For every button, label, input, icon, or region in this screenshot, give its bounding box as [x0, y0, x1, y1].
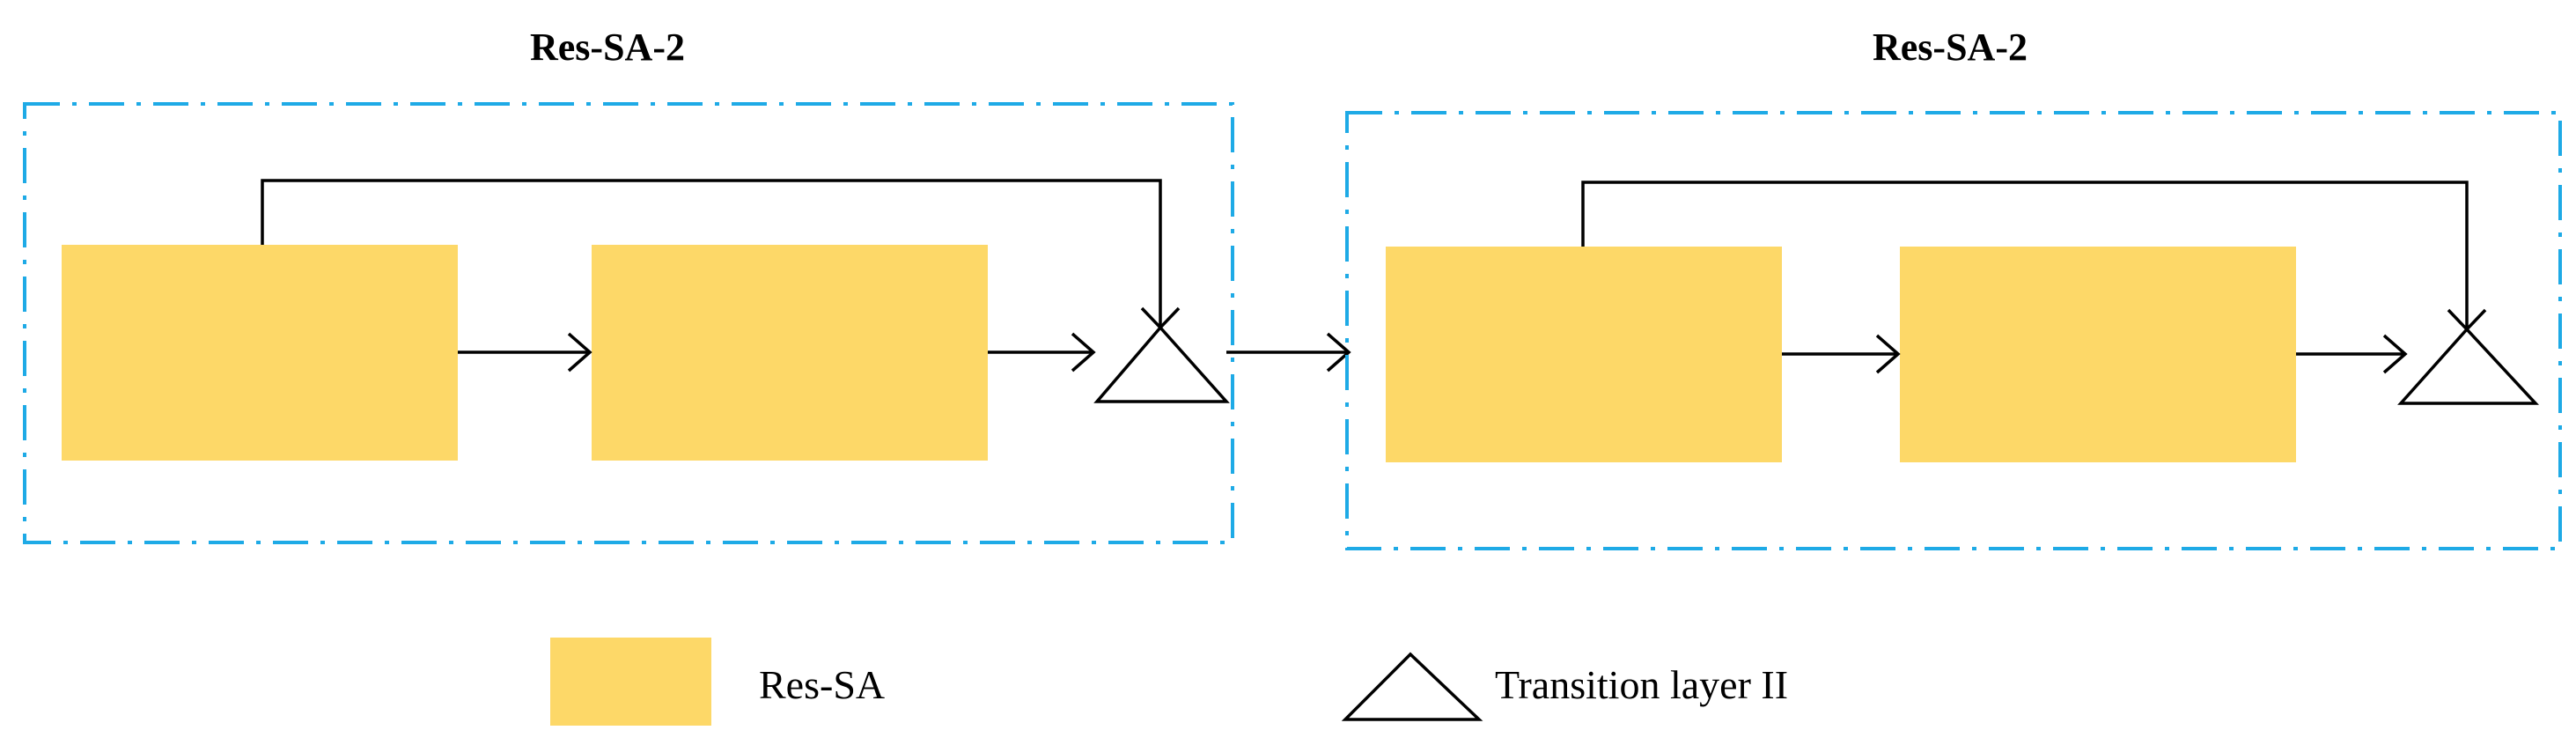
- group-1-border: [23, 102, 1234, 544]
- group-1-res-sa-block-1: [62, 245, 458, 461]
- legend-transition-triangle-icon: [1341, 652, 1483, 721]
- group-2-skip-connection: [1581, 181, 2469, 328]
- inter-group-arrowhead: [1326, 332, 1351, 372]
- group-1: Res-SA-2: [23, 26, 1234, 544]
- group-2-border: [1345, 111, 2562, 550]
- group-1-arrowhead-1: [567, 332, 592, 372]
- group-2-arrowhead-2: [2382, 334, 2408, 374]
- group-1-arrowhead-2: [1071, 332, 1096, 372]
- group-1-title: Res-SA-2: [530, 26, 685, 69]
- group-1-skip-connection: [261, 179, 1162, 326]
- group-2-res-sa-block-2: [1900, 247, 2296, 462]
- group-2-title: Res-SA-2: [1873, 26, 2028, 69]
- legend-transition-label: Transition layer II: [1495, 662, 1788, 707]
- group-2-transition-layer-triangle: [2397, 327, 2540, 405]
- group-2: Res-SA-2: [1345, 26, 2562, 550]
- group-1-transition-layer-triangle: [1093, 325, 1230, 403]
- legend-res-sa-swatch: [550, 638, 711, 726]
- legend-res-sa-label: Res-SA: [759, 662, 885, 707]
- group-2-res-sa-block-1: [1386, 247, 1782, 462]
- legend: Res-SA Transition layer II: [550, 638, 1788, 726]
- group-1-res-sa-block-2: [592, 245, 988, 461]
- group-2-arrowhead-1: [1875, 334, 1901, 374]
